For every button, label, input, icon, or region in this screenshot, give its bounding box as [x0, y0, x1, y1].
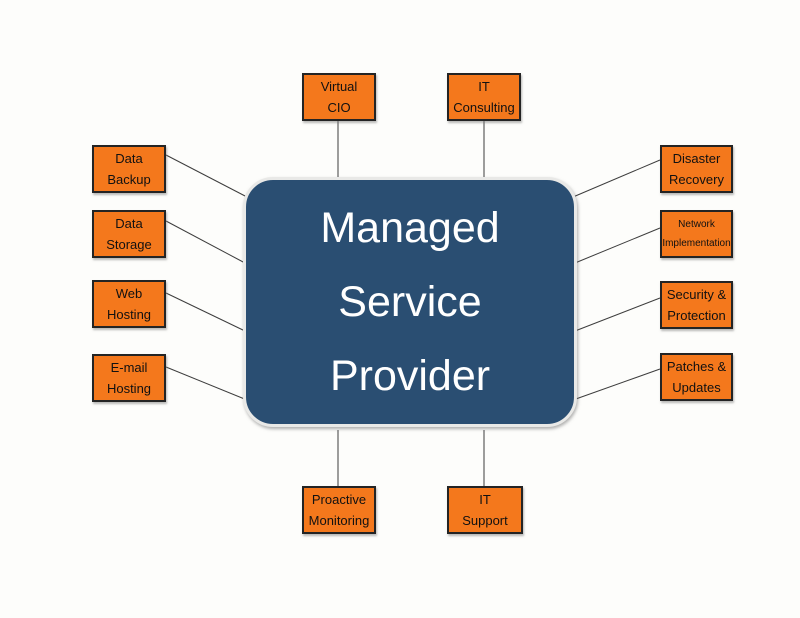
center-node-label-line: Provider [329, 352, 491, 400]
node-label-line: Web [115, 286, 143, 301]
node-label-line: Updates [672, 380, 721, 395]
connector-line-disaster-recovery [572, 159, 661, 198]
node-label-line: CIO [327, 100, 351, 115]
node-label-line: Disaster [672, 151, 721, 166]
node-it-support: IT Support [447, 486, 523, 534]
connector-line-web-hosting [165, 292, 246, 332]
node-label-line: Security & [666, 287, 727, 302]
node-label-line: IT [478, 79, 490, 94]
node-label-line: Hosting [106, 307, 152, 322]
node-data-storage: Data Storage [92, 210, 166, 258]
node-disaster-recovery: Disaster Recovery [660, 145, 733, 193]
node-label-line: Network [678, 219, 715, 230]
connector-line-data-backup [165, 154, 248, 198]
connector-line-security-protection [574, 297, 661, 332]
center-node-label-line: Service [338, 278, 482, 326]
node-label-line: Proactive [311, 492, 367, 507]
node-label-line: Consulting [453, 100, 515, 115]
node-label-line: Monitoring [308, 513, 370, 528]
node-label-line: Hosting [106, 381, 152, 396]
node-label-line: Implementation [662, 238, 731, 249]
node-security-protection: Security & Protection [660, 281, 733, 329]
node-patches-updates: Patches & Updates [660, 353, 733, 401]
node-label-line: Backup [107, 172, 151, 187]
node-network-implementation: Network Implementation [660, 210, 733, 258]
node-label-line: Storage [106, 237, 152, 252]
connector-line-network-implementation [574, 227, 661, 264]
connector-line-email-hosting [165, 366, 248, 401]
node-label-line: Protection [667, 308, 726, 323]
node-label-line: IT [479, 492, 491, 507]
node-virtual-cio: Virtual CIO [302, 73, 376, 121]
node-label-line: Virtual [320, 79, 358, 94]
node-label-line: Data [115, 216, 143, 231]
node-label-line: Data [115, 151, 143, 166]
node-data-backup: Data Backup [92, 145, 166, 193]
node-label-line: Patches & [666, 359, 727, 374]
node-email-hosting: E-mail Hosting [92, 354, 166, 402]
node-label-line: Recovery [669, 172, 724, 187]
node-label-line: Support [462, 513, 508, 528]
connector-line-patches-updates [572, 368, 661, 401]
node-it-consulting: IT Consulting [447, 73, 521, 121]
center-node-label-line: Managed [320, 204, 500, 252]
node-proactive-monitoring: Proactive Monitoring [302, 486, 376, 534]
node-web-hosting: Web Hosting [92, 280, 166, 328]
connector-line-data-storage [165, 220, 246, 264]
center-node-managed-service-provider: Managed Service Provider [243, 177, 577, 427]
node-label-line: E-mail [110, 360, 148, 375]
